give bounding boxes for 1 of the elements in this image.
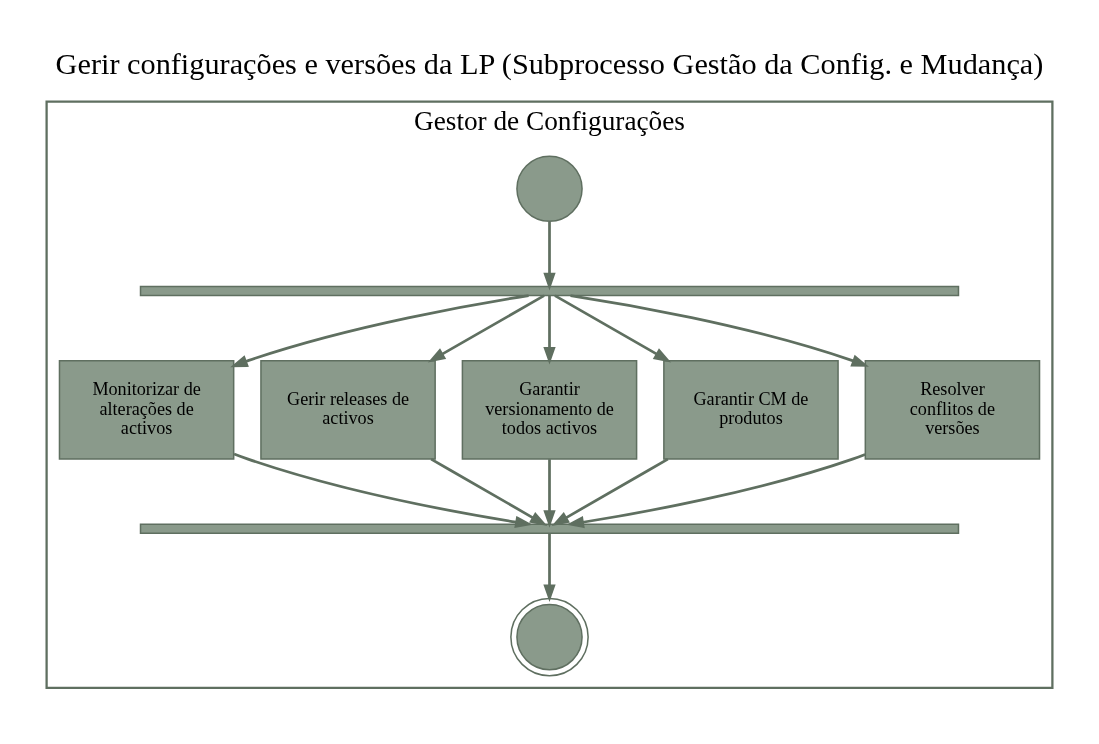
diagram-title: Gerir configurações e versões da LP (Subprocesso Gestão da Config. e Mudança) bbox=[55, 47, 1044, 82]
